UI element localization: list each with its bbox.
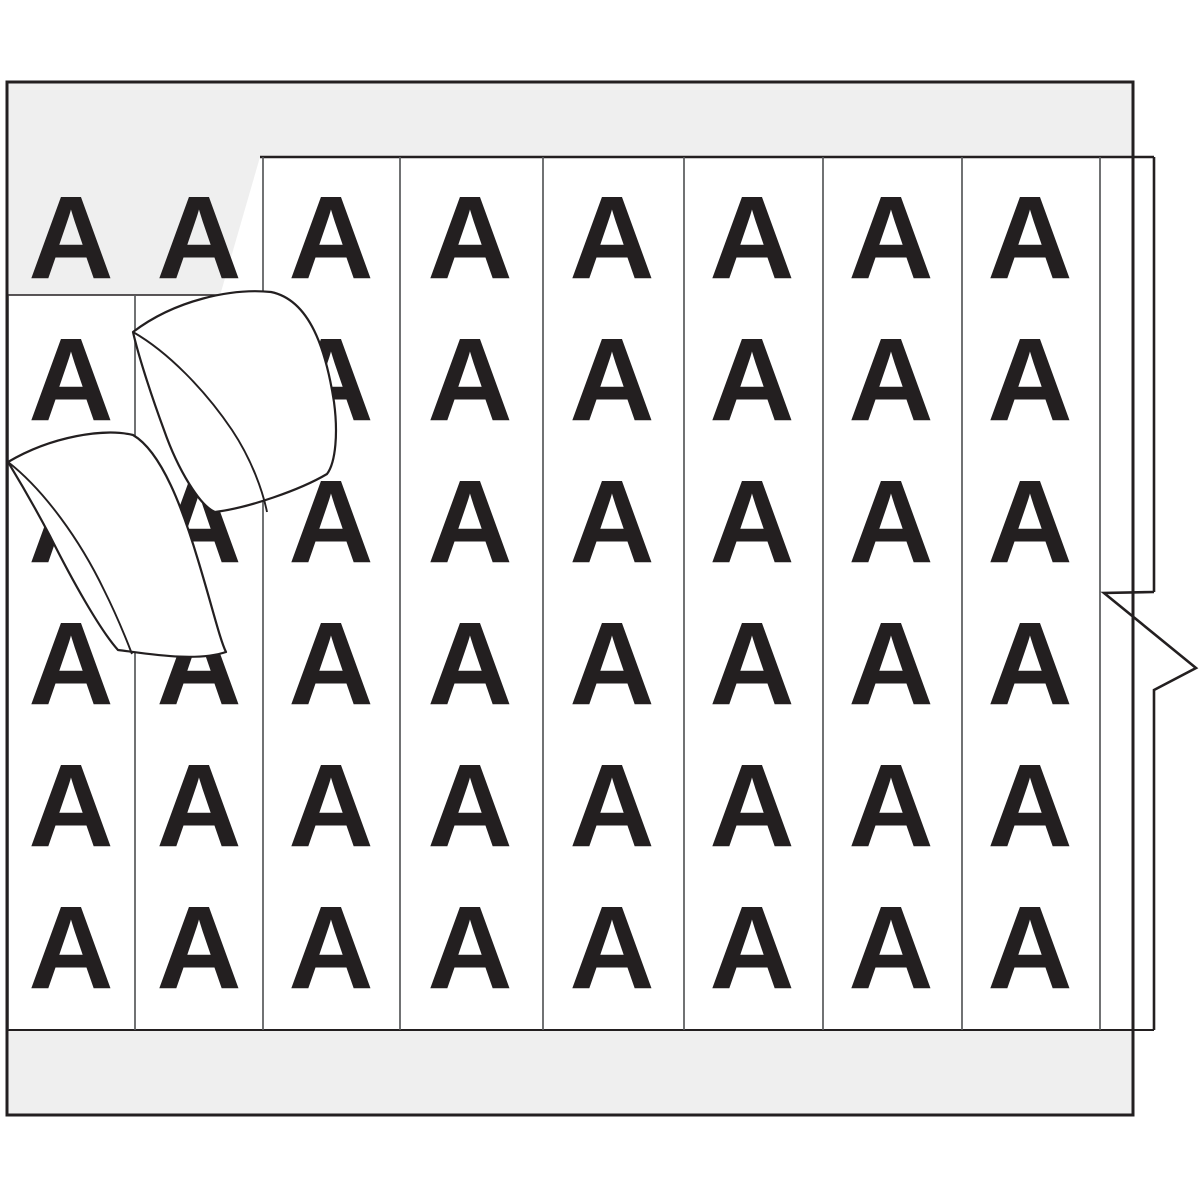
sheet-right-edge — [1100, 157, 1199, 1030]
label-cell-letter: A — [569, 740, 654, 872]
label-cell-letter: A — [569, 456, 654, 588]
label-cell-letter: A — [156, 740, 241, 872]
label-cell-letter: A — [427, 882, 512, 1014]
label-cell-letter: A — [427, 456, 512, 588]
label-cell-letter: A — [848, 456, 933, 588]
label-cell-letter: A — [569, 882, 654, 1014]
label-cell-letter: A — [28, 882, 113, 1014]
label-cell-letter: A — [848, 172, 933, 304]
label-cell-letter: A — [709, 456, 794, 588]
label-cell-letter: A — [848, 314, 933, 446]
label-cell-letter: A — [709, 314, 794, 446]
label-cell-letter: A — [288, 172, 373, 304]
label-cell-letter: A — [427, 314, 512, 446]
label-cell-letter: A — [709, 172, 794, 304]
label-cell-letter: A — [848, 882, 933, 1014]
backing-card-outline — [5, 80, 1135, 1117]
label-cell-letter: A — [427, 598, 512, 730]
label-cell-letter: A — [569, 598, 654, 730]
label-cell-letter: A — [987, 882, 1072, 1014]
label-cell-letter: A — [987, 314, 1072, 446]
label-cell-letter: A — [709, 882, 794, 1014]
label-cell-letter: A — [288, 882, 373, 1014]
label-cell-letter: A — [709, 598, 794, 730]
peeled-label-upper[interactable] — [131, 290, 338, 514]
label-cell-letter: A — [987, 172, 1072, 304]
label-cell-letter: A — [709, 740, 794, 872]
label-cell-letter: A — [987, 456, 1072, 588]
label-cell-letter: A — [569, 314, 654, 446]
label-cell-letter: A — [28, 314, 113, 446]
label-cell-letter: A — [427, 740, 512, 872]
label-cell-letter: A — [987, 598, 1072, 730]
label-cell-letter: A — [848, 740, 933, 872]
peeled-label-lower[interactable] — [6, 431, 228, 658]
label-cell-letter: A — [427, 172, 512, 304]
label-cell-letter: A — [987, 740, 1072, 872]
label-cell-letter: A — [156, 172, 241, 304]
letter-grid: A A A A A A A A A A A A A A A A A A A A … — [28, 172, 1072, 1014]
label-cell-letter: A — [28, 172, 113, 304]
label-cell-letter: A — [569, 172, 654, 304]
label-cell-letter: A — [28, 740, 113, 872]
label-cell-letter: A — [156, 882, 241, 1014]
label-cell-letter: A — [288, 740, 373, 872]
right-edge-notch — [1100, 590, 1199, 1030]
label-cell-letter: A — [848, 598, 933, 730]
label-cell-letter: A — [288, 598, 373, 730]
